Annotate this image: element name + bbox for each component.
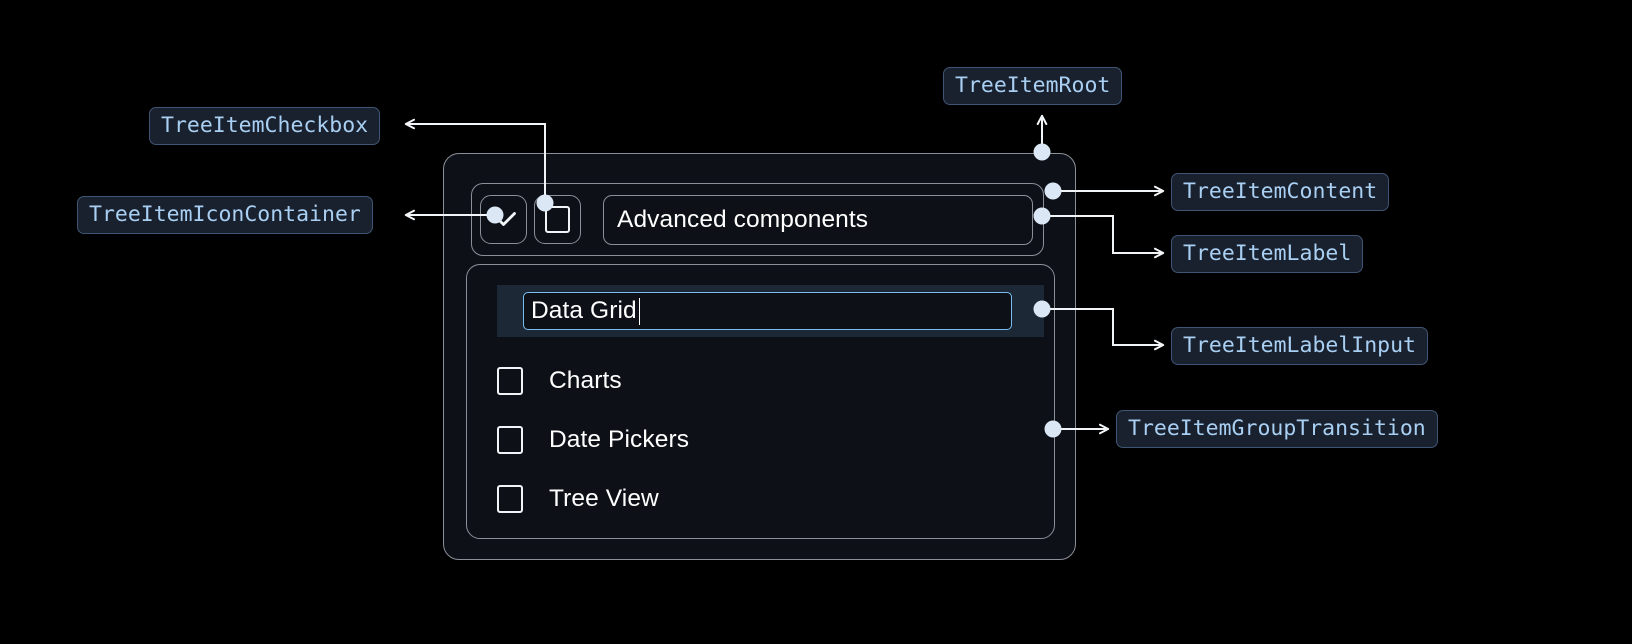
tree-child-row[interactable]: Date Pickers <box>497 414 689 466</box>
callout-tree-item-group-transition: TreeItemGroupTransition <box>1116 410 1438 448</box>
tree-item-group-transition: Data Grid Charts Date Pickers Tree View <box>466 264 1055 539</box>
chevron-down-icon <box>490 211 517 228</box>
tree-child-label: Date Pickers <box>549 426 690 453</box>
checkbox-box-icon[interactable] <box>497 426 523 454</box>
callout-tree-item-checkbox: TreeItemCheckbox <box>149 107 381 145</box>
tree-item-label-input[interactable]: Data Grid <box>523 292 1012 330</box>
tree-child-row[interactable]: Charts <box>497 355 622 407</box>
checkbox-box-icon[interactable] <box>497 367 523 395</box>
tree-item-label[interactable]: Advanced components <box>603 195 1033 245</box>
callout-tree-item-content: TreeItemContent <box>1171 173 1390 211</box>
tree-item-checkbox[interactable] <box>534 195 581 244</box>
text-caret <box>638 297 641 325</box>
tree-item-root[interactable]: Advanced components Data Grid Charts Dat… <box>443 153 1076 560</box>
tree-item-icon-container[interactable] <box>480 195 527 244</box>
tree-item-label-text: Advanced components <box>617 206 869 233</box>
callout-tree-item-root: TreeItemRoot <box>943 67 1123 105</box>
checkbox-box-icon[interactable] <box>497 485 523 513</box>
tree-child-row-selected[interactable]: Data Grid <box>497 285 1044 337</box>
tree-child-label: Charts <box>549 367 622 394</box>
callout-tree-item-label-input: TreeItemLabelInput <box>1171 327 1428 365</box>
checkbox-box-icon <box>545 206 570 233</box>
callout-tree-item-icon-container: TreeItemIconContainer <box>77 196 373 234</box>
tree-item-content[interactable]: Advanced components <box>471 183 1044 256</box>
label-input-value: Data Grid <box>531 297 637 324</box>
tree-child-label: Tree View <box>549 485 659 512</box>
tree-child-row[interactable]: Tree View <box>497 473 659 525</box>
callout-tree-item-label: TreeItemLabel <box>1171 235 1364 273</box>
